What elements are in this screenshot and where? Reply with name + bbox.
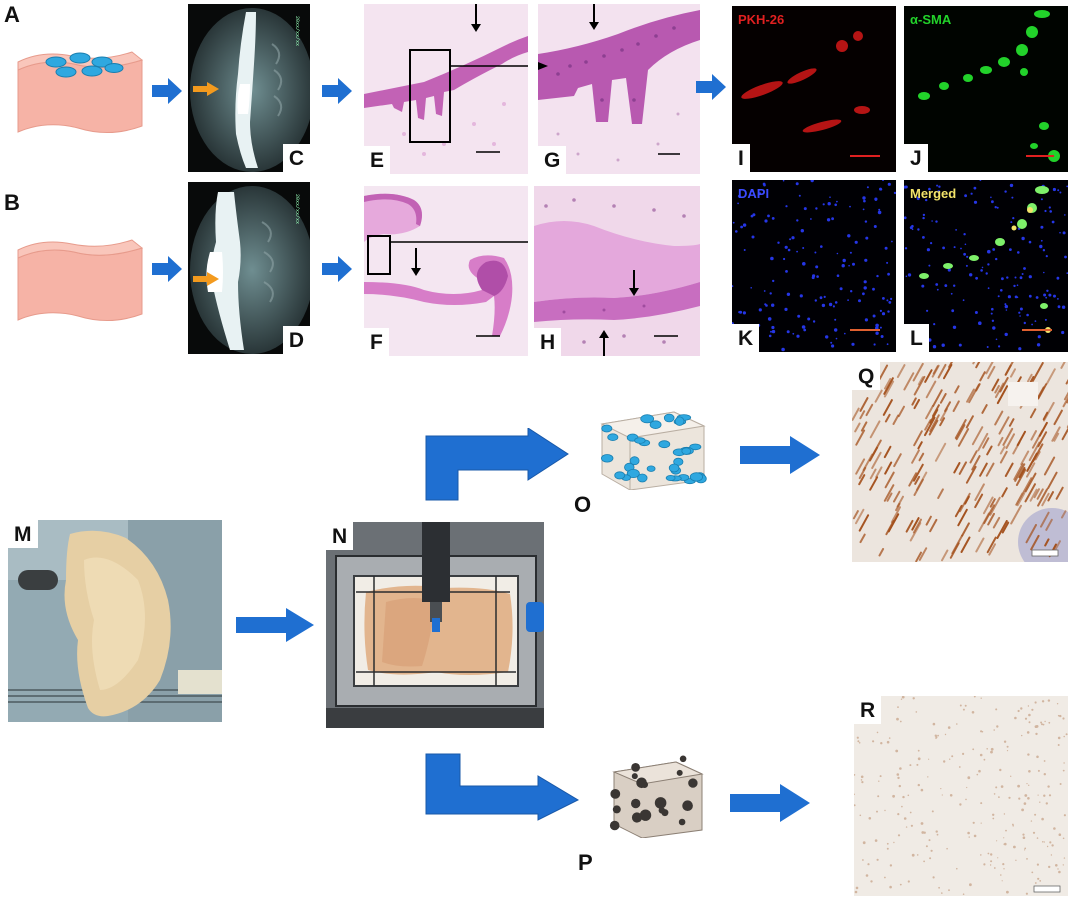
panel-h-he-high-magnification: H [534,186,700,356]
panel-n-bioprinting-setup-photo: N [326,522,544,728]
fluor-label-dapi: DAPI [738,186,770,201]
arrow-c-to-e [322,78,352,104]
svg-text:20xx/xx/xx: 20xx/xx/xx [294,194,300,224]
panel-label-n: N [326,522,354,550]
fluor-label-pkh26: PKH-26 [738,12,785,27]
arrow-m-to-n [236,608,314,642]
panel-label-e: E [364,146,391,174]
panel-label-r: R [854,696,882,724]
arrow-b-to-d [152,256,182,282]
arrow-a-to-c [152,78,182,104]
panel-label-g: G [538,146,567,174]
arrow-g-to-i [696,74,726,100]
elbow-arrow-n-to-p [424,752,580,822]
panel-d-esophagram: 20xx/xx/xx D [188,182,310,354]
panel-f-he-low-magnification: F [364,186,528,356]
panel-label-l: L [904,324,929,352]
panel-label-f: F [364,328,389,356]
panel-label-i: I [732,144,750,172]
panel-i-pkh26-fluorescence: PKH-26 I [732,6,896,172]
fluor-label-merged: Merged [910,186,957,201]
panel-r-ihc-negative-staining: R [854,696,1068,896]
panel-label-q: Q [852,362,881,390]
panel-label-d: D [282,326,310,354]
arrow-p-to-r [730,784,810,822]
panel-a-seeded-scaffold [14,40,146,150]
elbow-arrow-n-to-o [424,428,570,502]
arrow-o-to-q [740,436,820,474]
panel-j-asma-fluorescence: α-SMA J [904,6,1068,172]
panel-label-m: M [8,520,38,548]
panel-label-k: K [732,324,760,352]
panel-p-acellular-scaffold-cube [606,754,710,838]
panel-b-unseeded-scaffold [14,228,146,338]
panel-q-ihc-positive-staining: Q [852,362,1068,562]
panel-label-p: P [578,850,593,875]
panel-label-c: C [282,144,310,172]
panel-c-esophagram: 20xx/xx/xx C [188,4,310,172]
panel-l-merged-fluorescence: Merged L [904,180,1068,352]
panel-m-decellularized-tissue-photo: M [8,520,222,722]
panel-g-he-high-magnification: G [538,4,700,174]
fluor-label-asma: α-SMA [910,12,952,27]
panel-e-he-low-magnification: E [364,4,528,174]
panel-label-h: H [534,328,562,356]
panel-label-o: O [574,492,592,517]
panel-label-a: A [4,2,20,27]
panel-label-j: J [904,144,928,172]
svg-text:20xx/xx/xx: 20xx/xx/xx [294,16,300,46]
panel-label-b: B [4,190,20,215]
panel-k-dapi-fluorescence: DAPI K [732,180,896,352]
arrow-d-to-f [322,256,352,282]
panel-o-cell-laden-scaffold-cube [586,404,720,490]
